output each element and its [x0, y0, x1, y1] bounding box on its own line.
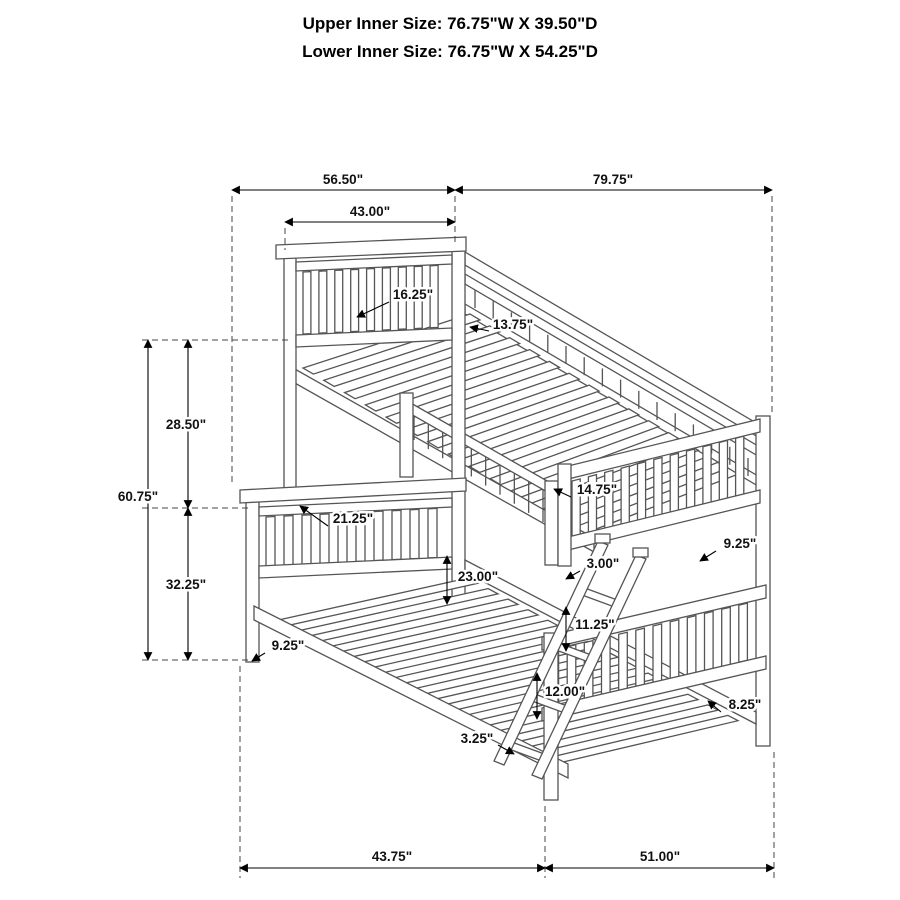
- upper-inner-size-title: Upper Inner Size: 76.75"W X 39.50"D: [302, 14, 598, 33]
- upper-headboard-slats: [302, 264, 439, 335]
- dim-label-rail-thickness: 3.25": [461, 731, 494, 746]
- dim-label-bunk-clearance: 23.00": [458, 569, 498, 584]
- leader-lines: [251, 301, 722, 755]
- upper-headboard: [275, 236, 467, 601]
- dim-label-lower-section-height: 32.25": [166, 577, 206, 592]
- lower-front-rail: [253, 604, 569, 780]
- dim-label-leg-height: 9.25": [272, 638, 305, 653]
- front-guardrail: [399, 392, 559, 566]
- dim-label-upper-width-left: 56.50": [323, 172, 363, 187]
- upper-back-rails: [464, 250, 759, 488]
- dim-label-lower-headboard: 21.25": [333, 511, 373, 526]
- dimension-lines: [143, 185, 775, 873]
- dim-label-footboard-bottom-rail: 8.25": [729, 697, 762, 712]
- dim-label-lower-width-left: 43.75": [372, 849, 412, 864]
- dim-label-lower-width-right: 51.00": [640, 849, 680, 864]
- lower-inner-size-title: Lower Inner Size: 76.75"W X 54.25"D: [302, 42, 598, 61]
- lower-headboard-slats: [265, 507, 438, 567]
- dim-label-overall-height: 60.75": [118, 489, 158, 504]
- dim-label-upper-width-right: 79.75": [593, 172, 633, 187]
- dim-label-back-rail-gap: 13.75": [493, 317, 533, 332]
- dim-label-headboard-width: 43.00": [350, 204, 390, 219]
- dim-label-rung-spacing: 11.25": [575, 617, 614, 632]
- dim-label-headboard-panel: 16.25": [393, 287, 433, 302]
- dim-label-footboard-rail: 9.25": [724, 536, 757, 551]
- dim-label-lower-footboard: 12.00": [545, 684, 585, 699]
- upper-footboard-slats: [571, 435, 745, 541]
- title-block: Upper Inner Size: 76.75"W X 39.50"D Lowe…: [0, 10, 900, 66]
- dimension-labels: 56.50" 79.75" 43.00" 60.75" 28.50" 32.25…: [115, 170, 763, 867]
- ladder: [493, 533, 649, 780]
- upper-footboard: [557, 415, 771, 747]
- dim-label-rail-spacing: 3.00": [587, 556, 620, 571]
- dim-label-upper-section-height: 28.50": [166, 417, 206, 432]
- dim-label-guardrail: 14.75": [577, 482, 617, 497]
